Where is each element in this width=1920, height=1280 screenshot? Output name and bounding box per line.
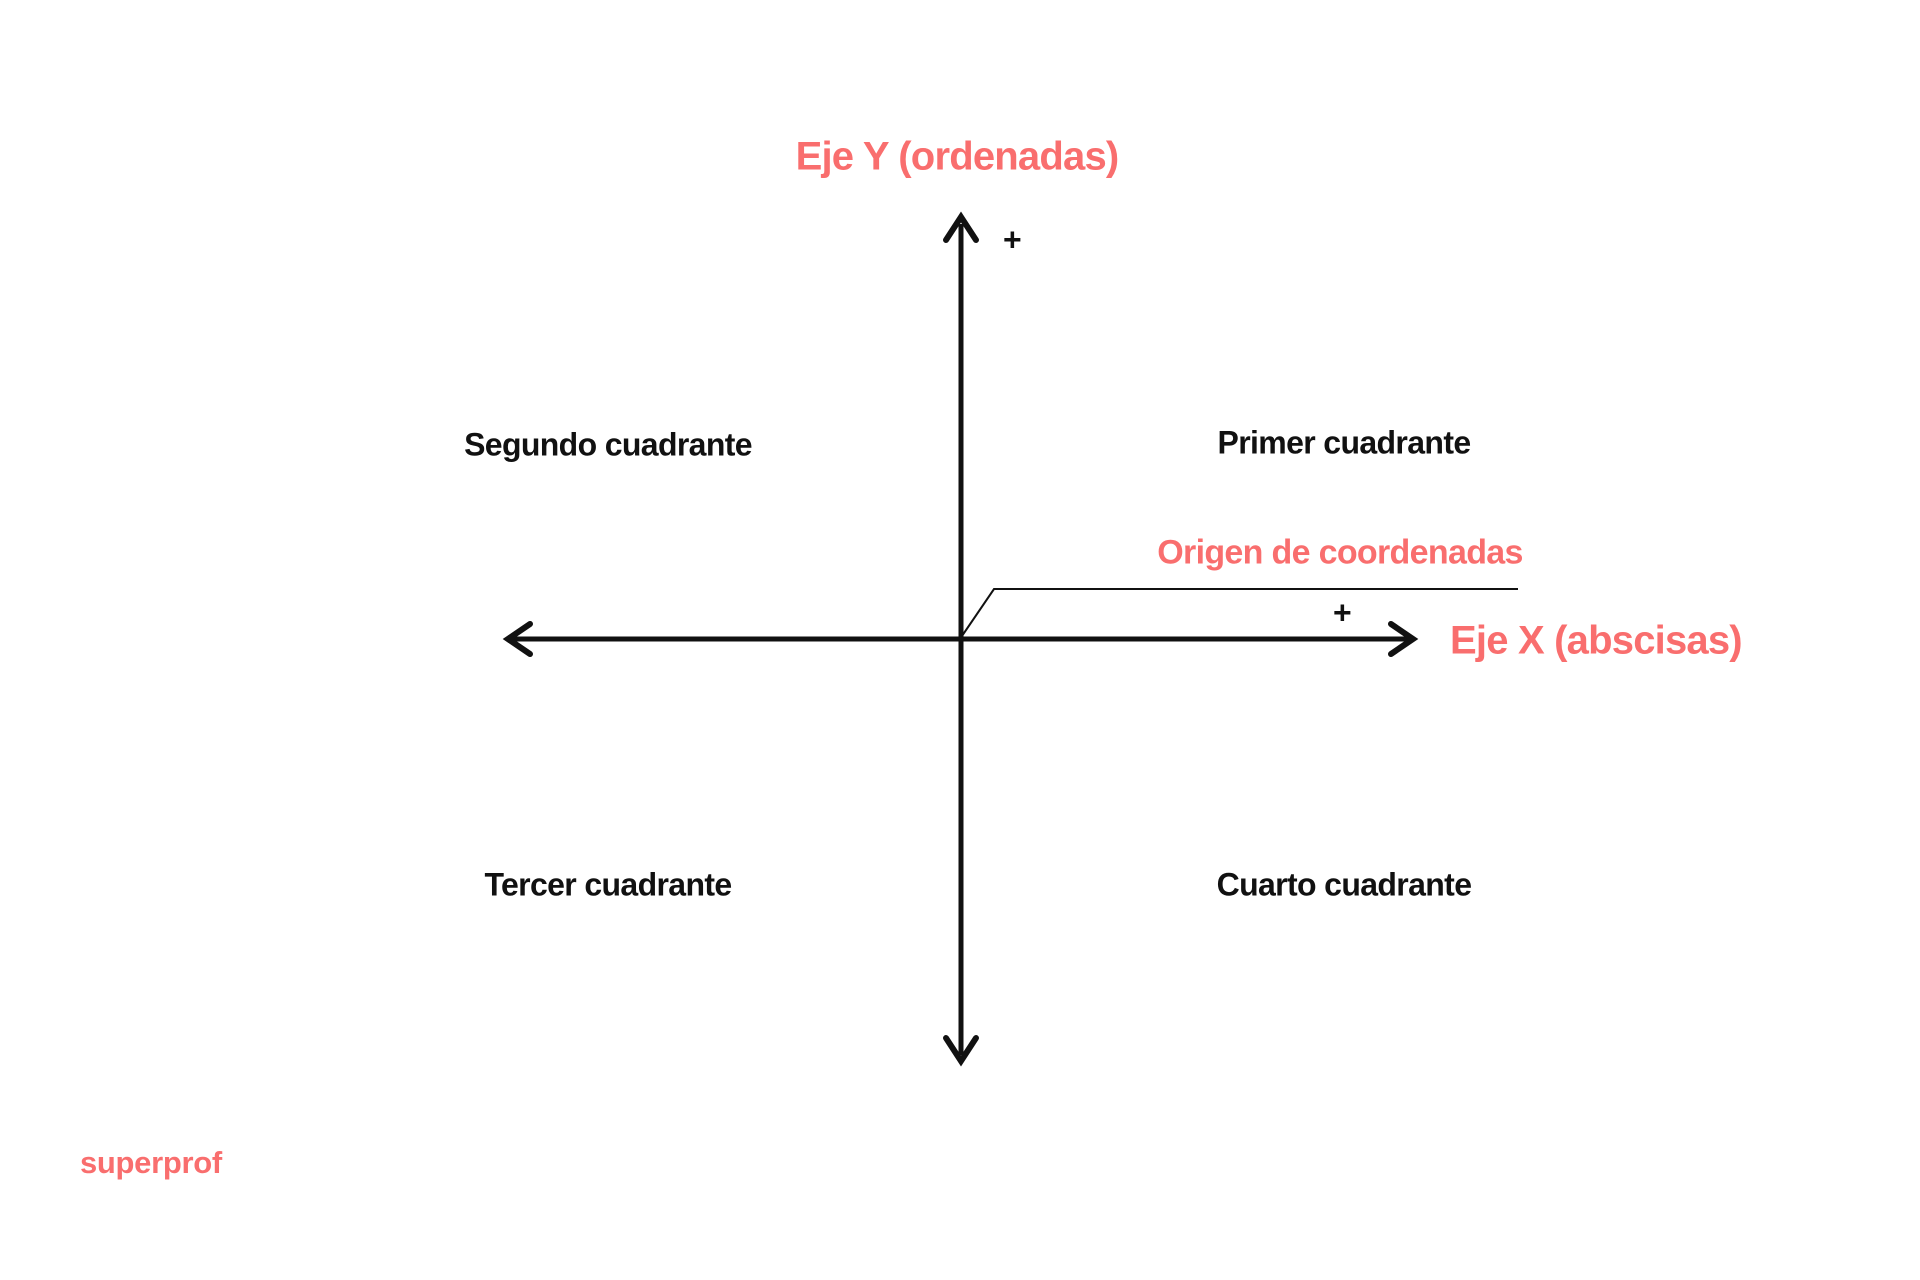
arrow-right-icon bbox=[1388, 621, 1419, 657]
superprof-logo: superprof bbox=[80, 1145, 222, 1180]
x-axis-title: Eje X (abscisas) bbox=[1450, 618, 1743, 663]
y-axis-plus-sign: + bbox=[1002, 221, 1022, 258]
y-axis-title: Eje Y (ordenadas) bbox=[795, 134, 1120, 179]
x-axis-plus-sign: + bbox=[1332, 594, 1352, 631]
quadrant-label-third: Tercer cuadrante bbox=[484, 866, 732, 903]
arrow-down-icon bbox=[943, 1035, 979, 1067]
origin-leader-line bbox=[961, 588, 1518, 637]
quadrant-label-second: Segundo cuadrante bbox=[464, 426, 752, 463]
arrow-left-icon bbox=[502, 621, 533, 657]
quadrant-label-fourth: Cuarto cuadrante bbox=[1216, 866, 1472, 903]
origin-label: Origen de coordenadas bbox=[1157, 533, 1523, 572]
arrow-up-icon bbox=[943, 211, 979, 243]
quadrant-label-first: Primer cuadrante bbox=[1217, 424, 1472, 461]
